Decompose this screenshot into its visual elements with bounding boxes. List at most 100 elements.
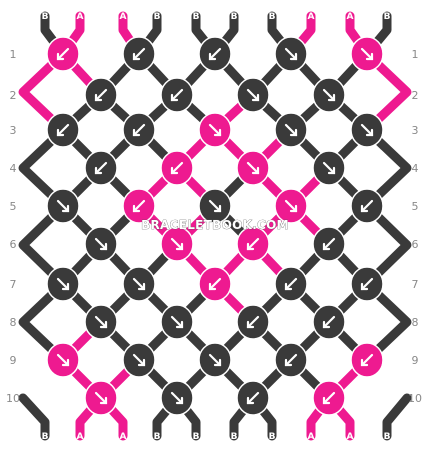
row-number-right: 6 [412, 238, 419, 251]
edge-strand-right [362, 49, 412, 135]
arrow-down-left-icon [170, 88, 184, 102]
arrow-down-left-icon [208, 277, 222, 291]
knot [312, 226, 346, 262]
knot [274, 342, 308, 378]
arrow-down-right-icon [56, 199, 70, 213]
edge-strand-left [18, 125, 68, 211]
bottom-strand-label: B [154, 432, 161, 442]
edge-strand-left [18, 279, 68, 365]
arrow-head-icon [56, 52, 65, 61]
knot [274, 112, 308, 148]
row-number-left: 8 [10, 316, 17, 329]
arrow-head-icon [94, 93, 103, 102]
arrow-head-icon [132, 128, 141, 137]
bottom-strand-label: B [269, 432, 276, 442]
edge-strand-right [362, 201, 412, 289]
row-number-right: 5 [412, 200, 419, 213]
arrow-down-right-icon [360, 47, 374, 61]
knot [46, 188, 80, 224]
knot [198, 36, 232, 72]
arrow-down-right-icon [360, 123, 374, 137]
knot [122, 112, 156, 148]
knot [198, 266, 232, 302]
arrow-down-left-icon [284, 277, 298, 291]
arrow-head-icon [99, 242, 108, 251]
arrow-head-icon [289, 52, 298, 61]
arrow-down-left-icon [246, 391, 260, 405]
arrow-head-icon [360, 204, 369, 213]
arrow-down-right-icon [284, 47, 298, 61]
top-strand-label: A [347, 12, 354, 22]
knot [236, 380, 270, 416]
arrow-head-icon [360, 282, 369, 291]
knot [46, 342, 80, 378]
arrow-down-left-icon [132, 47, 146, 61]
arrow-down-left-icon [246, 315, 260, 329]
knot [312, 77, 346, 113]
arrow-head-icon [94, 166, 103, 175]
arrow-down-right-icon [208, 123, 222, 137]
knot [198, 188, 232, 224]
knot [350, 188, 384, 224]
knot [160, 150, 194, 186]
arrow-down-right-icon [56, 277, 70, 291]
bottom-strand-label: A [308, 432, 315, 442]
top-strand-label: B [154, 12, 161, 22]
arrow-head-icon [251, 166, 260, 175]
row-number-right: 1 [412, 48, 419, 61]
knot [350, 342, 384, 378]
knot [198, 342, 232, 378]
top-strand-label: B [269, 12, 276, 22]
knot [236, 150, 270, 186]
knot [350, 36, 384, 72]
row-number-left: 7 [10, 278, 17, 291]
knot [274, 36, 308, 72]
watermark-text: BRACELETBOOK.COM [141, 218, 289, 232]
knot [350, 112, 384, 148]
bottom-strand-label: A [77, 432, 84, 442]
arrow-down-right-icon [170, 237, 184, 251]
top-strand-label: A [120, 12, 127, 22]
knot [122, 342, 156, 378]
arrow-head-icon [322, 242, 331, 251]
arrow-head-icon [175, 242, 184, 251]
arrow-head-icon [322, 396, 331, 405]
row-number-right: 3 [412, 124, 419, 137]
arrow-down-right-icon [94, 315, 108, 329]
row-number-left: 10 [6, 392, 20, 405]
knot [236, 77, 270, 113]
top-strand-label: A [77, 12, 84, 22]
arrow-head-icon [213, 358, 222, 367]
arrow-down-right-icon [208, 199, 222, 213]
arrow-down-right-icon [94, 391, 108, 405]
bottom-strand-label: B [384, 432, 391, 442]
arrow-head-icon [284, 358, 293, 367]
knot [160, 226, 194, 262]
bottom-strand [18, 393, 50, 441]
arrow-down-right-icon [132, 277, 146, 291]
knot [84, 77, 118, 113]
arrow-down-right-icon [284, 123, 298, 137]
row-number-right: 2 [412, 89, 419, 102]
knot [46, 112, 80, 148]
top-strand-label: B [384, 12, 391, 22]
arrow-head-icon [99, 320, 108, 329]
arrow-down-right-icon [170, 315, 184, 329]
arrow-head-icon [208, 282, 217, 291]
knot [160, 304, 194, 340]
knot [84, 226, 118, 262]
row-number-left: 2 [10, 89, 17, 102]
arrow-down-left-icon [94, 161, 108, 175]
edge-strand-right [362, 125, 412, 211]
knot [312, 380, 346, 416]
arrow-down-right-icon [322, 88, 336, 102]
arrow-head-icon [175, 320, 184, 329]
arrow-head-icon [132, 204, 141, 213]
arrow-down-left-icon [322, 237, 336, 251]
top-strand-label: A [308, 12, 315, 22]
knot [46, 36, 80, 72]
bottom-strand-label: B [231, 432, 238, 442]
row-number-left: 1 [10, 48, 17, 61]
knot [236, 226, 270, 262]
